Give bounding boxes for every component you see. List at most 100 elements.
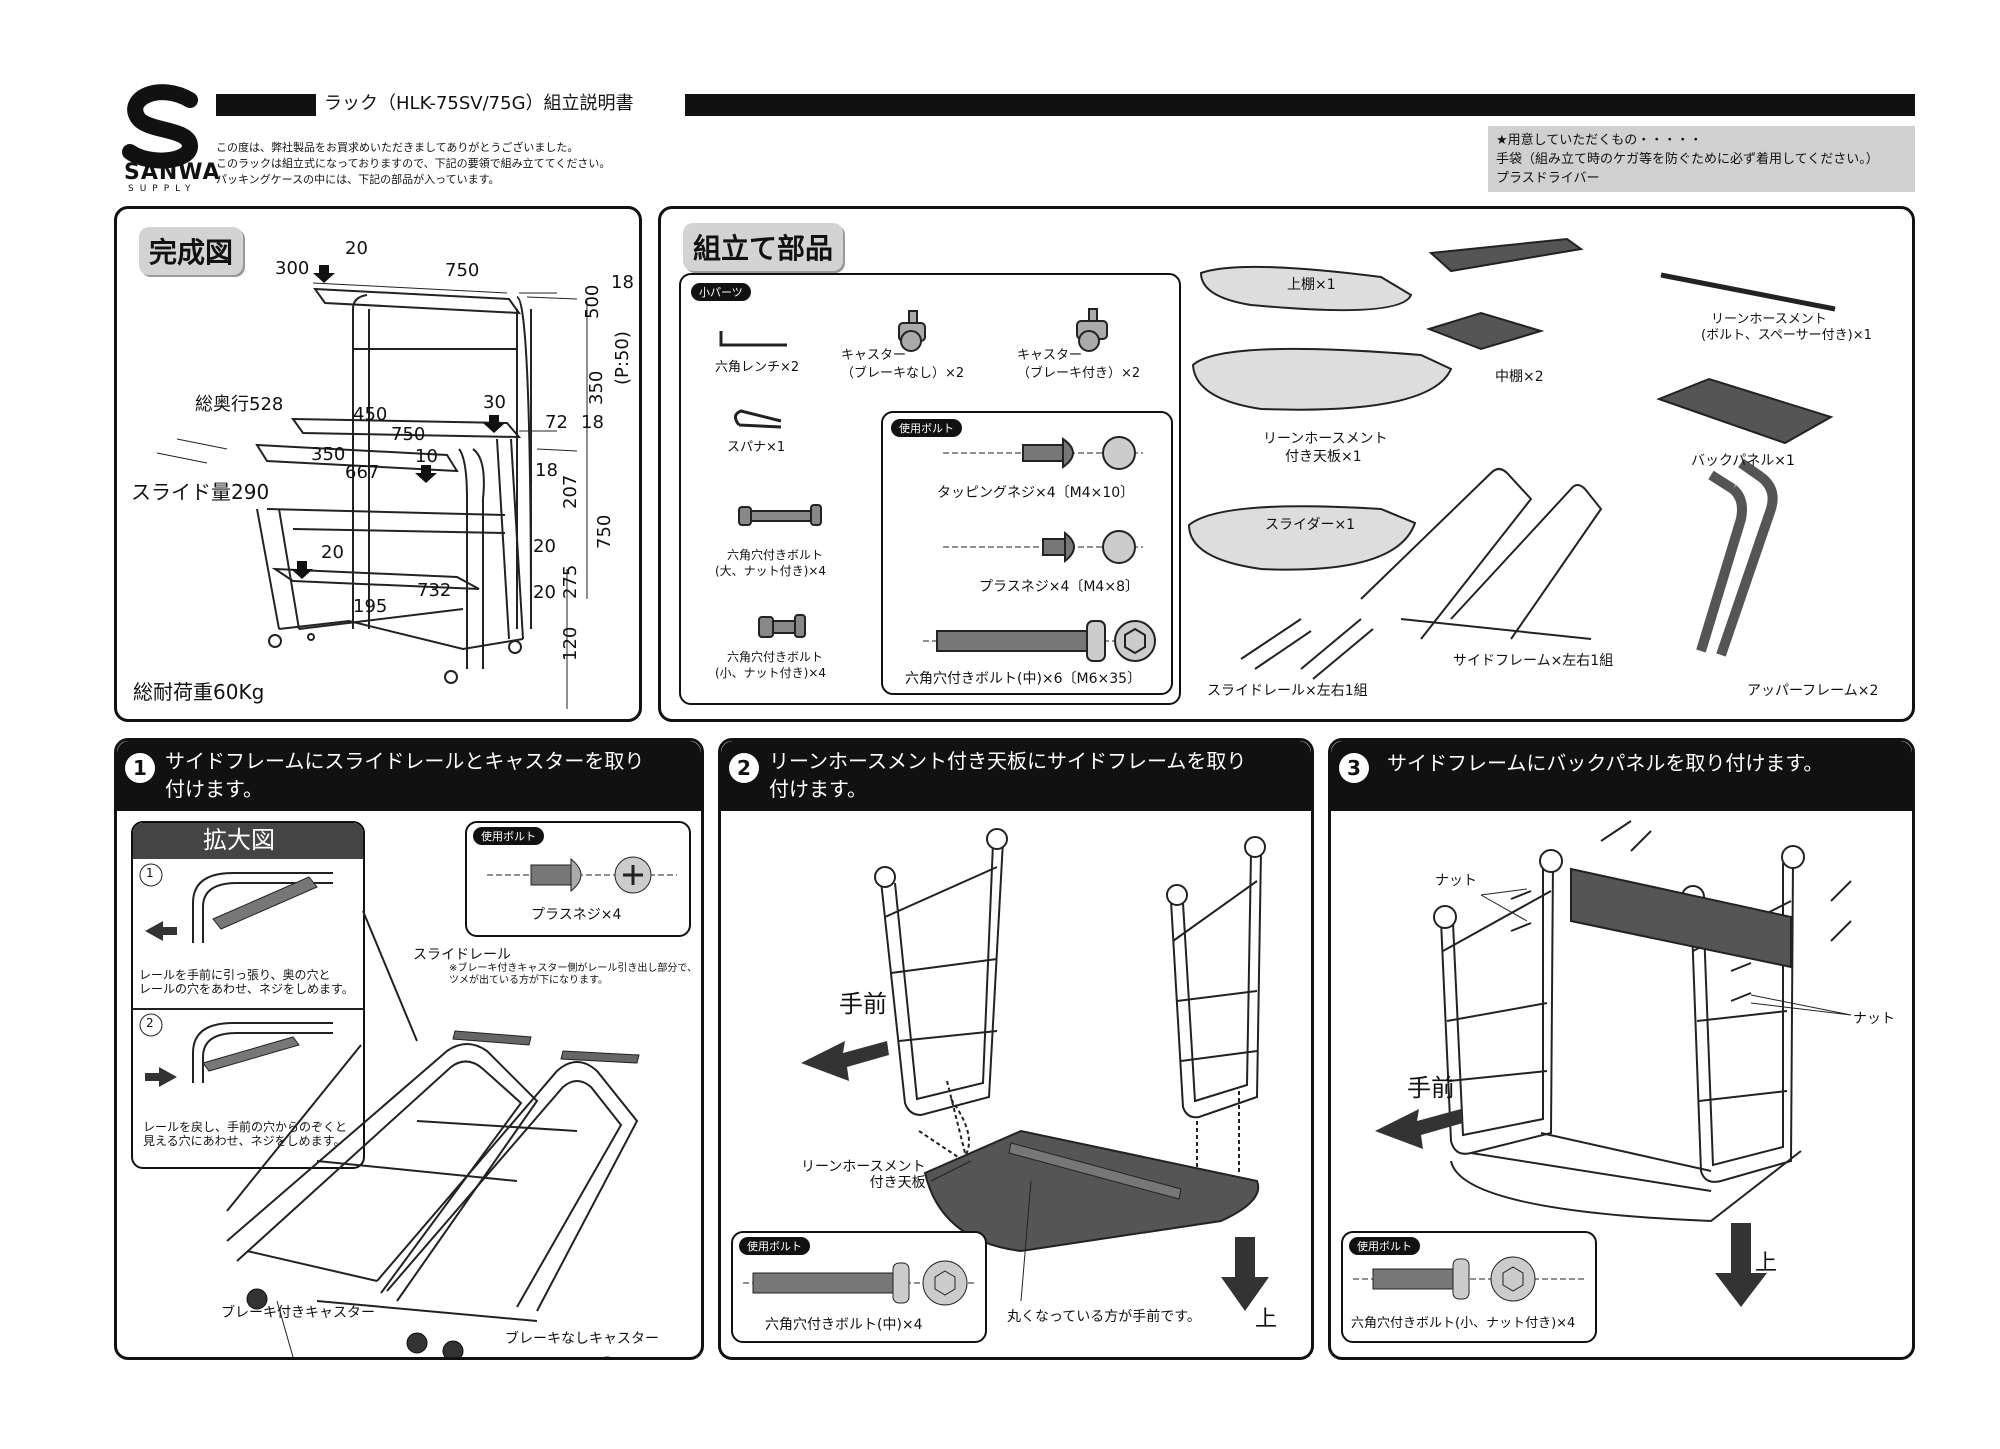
caster-brake-label-1: キャスター [1017, 348, 1083, 363]
down-arrow-icon [1221, 1237, 1269, 1311]
lean-hose-icon [1660, 272, 1836, 312]
step1-panel: 1 サイドフレームにスライドレールとキャスターを取り 付けます。 拡大図 1 レ… [114, 738, 704, 1360]
pull-arrow-icon [145, 921, 177, 941]
plus-screw-label: プラスネジ×4〔M4×8〕 [979, 579, 1139, 595]
tapping-screw-icon [1022, 436, 1136, 470]
zoom-step1-text: レールを手前に引っ張り、奥の穴と レールの穴をあわせ、ネジをしめます。 [139, 968, 354, 996]
prep-line-1: ★用意していただくもの・・・・・ [1496, 133, 1703, 148]
step3-header: 3 サイドフレームにバックパネルを取り付けます。 [1331, 741, 1912, 811]
step2-round-note: 丸くなっている方が手前です。 [1007, 1309, 1201, 1325]
dim-207: 207 [560, 474, 581, 509]
bolt-large-label-1: 六角穴付きボルト [727, 548, 824, 562]
back-panel-icon [1656, 377, 1834, 445]
top-board-icon [923, 1129, 1260, 1253]
bolt-small-icon [758, 614, 806, 638]
dim-18-lower: 18 [535, 460, 558, 481]
zoom-heading-bar: 拡大図 [133, 823, 363, 859]
logo-s-mark [122, 84, 199, 169]
dim-20-top: 20 [345, 238, 368, 259]
top-shelf-icon [1199, 265, 1413, 312]
intro-line-2: このラックは組立式になっておりますので、下記の要領で組み立ててください。 [216, 157, 611, 170]
mid-shelf-label: 中棚×2 [1495, 369, 1544, 385]
dim-18-top: 18 [611, 272, 634, 293]
top-board-label-1: リーンホースメント [1263, 431, 1388, 447]
bolt-medium-label: 六角穴付きボルト(中)×6〔M6×35〕 [905, 671, 1142, 687]
step3-panel: 3 サイドフレームにバックパネルを取り付けます。 ナット [1328, 738, 1915, 1360]
total-depth-label: 総奥行528 [195, 394, 284, 415]
parts-heading: 組立て部品 [683, 223, 844, 271]
dim-732: 732 [417, 580, 452, 601]
caster-brake-icon [1076, 308, 1108, 352]
dim-10: 10 [415, 446, 438, 467]
back-panel-label: バックパネル×1 [1691, 453, 1795, 469]
step1-number: 1 [125, 753, 155, 783]
caster-nobrake-label-1: キャスター [841, 348, 907, 363]
title-bar-right [685, 94, 1915, 116]
dim-300: 300 [275, 258, 310, 279]
bolt-large-icon [738, 504, 822, 526]
step1-instruction: サイドフレームにスライドレールとキャスターを取り 付けます。 [165, 749, 645, 801]
hex-wrench-label: 六角レンチ×2 [715, 360, 800, 375]
zoom-drawing [133, 863, 363, 1087]
logo-text: SANWA [124, 160, 221, 185]
prep-line-3: プラスドライバー [1496, 171, 1600, 186]
top-shelf-label: 上棚×1 [1287, 277, 1336, 293]
mid-shelf-icon-2 [1425, 311, 1545, 351]
used-bolts-box: 使用ボルト [881, 411, 1173, 695]
lean-hose-label-2: (ボルト、スペーサー付き)×1 [1701, 328, 1872, 343]
hex-head-icon [922, 1260, 968, 1306]
front-arrow-icon [801, 1041, 889, 1081]
down-arrow-icon [1715, 1223, 1767, 1307]
large-parts-drawing [1187, 237, 1836, 680]
spanner-label: スパナ×1 [727, 440, 786, 455]
slide-amount-label: スライド量290 [131, 480, 270, 504]
step1-zoom-box: 拡大図 1 レールを手前に引っ張り、奥の穴と レールの穴をあわせ、ネジをしめます… [131, 821, 365, 1169]
step3-used-bolts-box: 使用ボルト 六角穴付きボルト(小、ナット付き)×4 [1341, 1231, 1597, 1343]
doc-title: ラック（HLK-75SV/75G）組立説明書 [324, 93, 634, 114]
finished-diagram-panel: 完成図 [114, 206, 642, 722]
step2-instruction: リーンホースメント付き天板にサイドフレームを取り 付けます。 [769, 749, 1247, 801]
step3-used-bolts-tag: 使用ボルト [1349, 1237, 1420, 1255]
parts-panel: 組立て部品 小パーツ [658, 206, 1915, 722]
step1-header: 1 サイドフレームにスライドレールとキャスターを取り 付けます。 [117, 741, 701, 811]
dim-18-mid: 18 [581, 412, 604, 433]
step2-front-label: 手前 [839, 990, 887, 1018]
step1-used-bolts-box: 使用ボルト プラスネジ×4 [465, 821, 691, 937]
step1-screw-label: プラスネジ×4 [531, 907, 622, 923]
step2-number: 2 [729, 753, 759, 783]
dim-350-vertical: 350 [586, 370, 607, 405]
nobrake-caster-label: ブレーキなしキャスター [505, 1331, 659, 1347]
side-frame-icon [1360, 468, 1603, 640]
title-bar-left [216, 94, 316, 116]
step2-up-label: 上 [1255, 1307, 1278, 1332]
rack-drawing [156, 265, 588, 709]
step3-instruction: サイドフレームにバックパネルを取り付けます。 [1387, 751, 1824, 775]
dim-500: 500 [582, 284, 603, 319]
plus-screw-icon [1042, 530, 1136, 564]
upper-frame-icon [1696, 458, 1778, 657]
logo-subtext: SUPPLY [128, 184, 197, 194]
step2-used-bolts-box: 使用ボルト 六角穴付きボルト(中)×4 [731, 1231, 987, 1343]
dim-30: 30 [483, 392, 506, 413]
caster-nobrake-label-2: （ブレーキなし）×2 [841, 366, 965, 381]
dim-450: 450 [353, 404, 388, 425]
bolt-medium-icon [936, 620, 1156, 662]
slider-icon [1187, 505, 1417, 571]
zoom-heading: 拡大図 [203, 826, 275, 854]
step2-used-bolts-tag: 使用ボルト [739, 1237, 810, 1255]
front-arrow-icon [1375, 1109, 1463, 1149]
caster-nobrake-icon [898, 310, 926, 352]
step3-bolt-drawing [1353, 1256, 1587, 1302]
step2-header: 2 リーンホースメント付き天板にサイドフレームを取り 付けます。 [721, 741, 1311, 811]
top-board-icon [1191, 347, 1453, 411]
push-arrow-icon [145, 1067, 177, 1087]
dim-750-height: 750 [594, 514, 615, 549]
step1-drawing [226, 910, 640, 1357]
small-parts-tag: 小パーツ [691, 283, 751, 301]
back-panel-icon [1570, 867, 1792, 969]
bolt-small-label-1: 六角穴付きボルト [727, 650, 824, 664]
step3-bolt-label: 六角穴付きボルト(小、ナット付き)×4 [1351, 1316, 1576, 1331]
dim-350-horizontal: 350 [311, 444, 346, 465]
zoom-step1-num: 1 [146, 866, 154, 880]
dim-72: 72 [545, 412, 568, 433]
